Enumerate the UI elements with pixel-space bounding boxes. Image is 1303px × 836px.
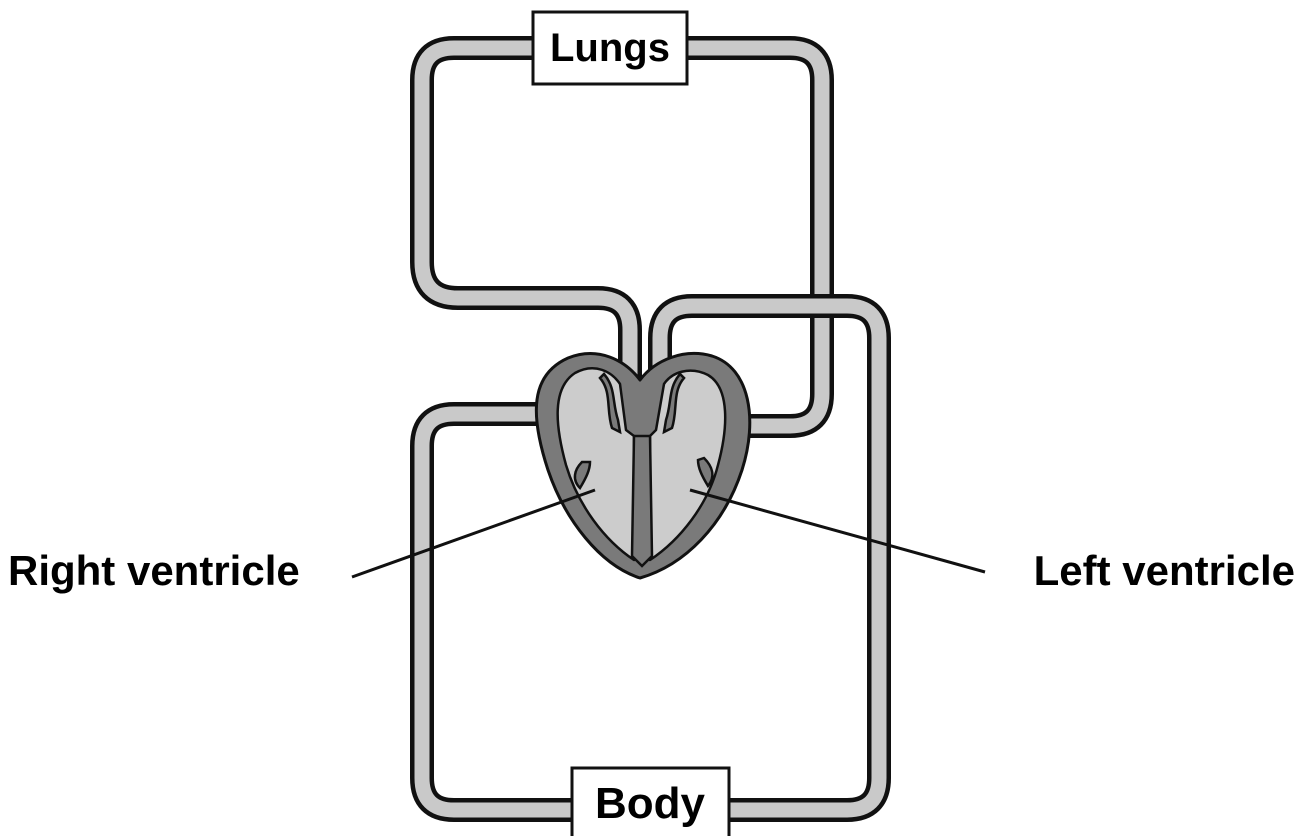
heart: [536, 353, 749, 578]
lungs-label: Lungs: [550, 26, 670, 70]
right-ventricle-label: Right ventricle: [8, 547, 300, 594]
left-ventricle-leader: [690, 490, 985, 572]
heart-septum: [632, 436, 652, 566]
left-ventricle-label: Left ventricle: [1034, 547, 1295, 594]
lungs-node: Lungs: [533, 12, 687, 84]
right-ventricle-leader: [352, 490, 595, 577]
body-label: Body: [595, 779, 706, 828]
body-node: Body: [572, 768, 729, 836]
